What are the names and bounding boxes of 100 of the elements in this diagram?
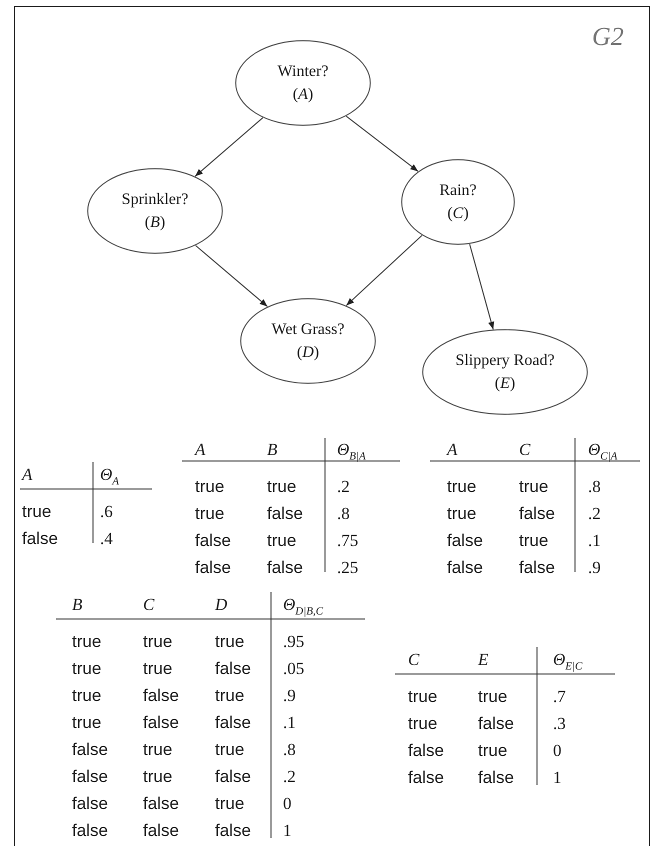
table-cell: false bbox=[195, 558, 231, 578]
table-cell: true bbox=[447, 477, 476, 497]
table-cell: 0 bbox=[553, 741, 562, 761]
column-header: D bbox=[215, 595, 228, 615]
table-cell: true bbox=[72, 659, 102, 679]
column-header: C bbox=[519, 440, 530, 460]
column-header: B bbox=[72, 595, 82, 615]
table-cell: .3 bbox=[553, 714, 566, 734]
arrow bbox=[469, 244, 494, 330]
node-ellipse bbox=[240, 298, 376, 384]
table-cell: false bbox=[72, 767, 108, 787]
variable-label: (C) bbox=[447, 204, 469, 224]
table-cell: false bbox=[447, 531, 483, 551]
node-ellipse bbox=[422, 329, 588, 415]
arrow bbox=[346, 116, 418, 172]
table-cell: true bbox=[519, 531, 548, 551]
table-cell: .95 bbox=[283, 632, 304, 652]
table-cell: true bbox=[143, 632, 172, 652]
table-cell: true bbox=[408, 714, 438, 734]
column-header: C bbox=[143, 595, 154, 615]
table-cell: false bbox=[267, 504, 303, 524]
table-cell: .6 bbox=[100, 502, 113, 522]
table-cell: true bbox=[215, 632, 244, 652]
table-cell: .8 bbox=[283, 740, 296, 760]
table-cell: 1 bbox=[553, 768, 562, 788]
column-header: A bbox=[447, 440, 458, 460]
arrow bbox=[194, 117, 264, 177]
table-cell: 1 bbox=[283, 821, 292, 841]
table-cell: .2 bbox=[337, 477, 350, 497]
table-cell: false bbox=[72, 821, 108, 841]
table-cell: .2 bbox=[283, 767, 296, 787]
table-cell: .4 bbox=[100, 529, 113, 549]
table-cell: true bbox=[267, 531, 296, 551]
table-cell: .8 bbox=[588, 477, 601, 497]
node-label: Winter? bbox=[278, 62, 328, 82]
node-label: Wet Grass? bbox=[272, 320, 344, 340]
table-cell: true bbox=[267, 477, 296, 497]
column-header: Θ$_{D|B,C}$ bbox=[283, 595, 324, 620]
column-header: Θ$_{A}$ bbox=[100, 465, 120, 490]
column-header: Θ$_{E|C}$ bbox=[553, 650, 582, 674]
table-cell: .2 bbox=[588, 504, 601, 524]
table-cell: .7 bbox=[553, 687, 566, 707]
column-header: Θ$_{B|A}$ bbox=[337, 440, 366, 464]
variable-label: (E) bbox=[494, 374, 516, 394]
table-cell: true bbox=[478, 687, 508, 707]
table-cell: .25 bbox=[337, 558, 358, 578]
variable-label: (A) bbox=[292, 85, 314, 105]
table-cell: true bbox=[72, 713, 102, 733]
table-cell: false bbox=[408, 741, 444, 761]
table-cell: true bbox=[22, 502, 52, 522]
table-cell: false bbox=[408, 768, 444, 788]
table-cell: .1 bbox=[283, 713, 296, 733]
table-cell: true bbox=[143, 767, 172, 787]
variable-label: (B) bbox=[144, 213, 166, 233]
column-header: B bbox=[267, 440, 278, 460]
node-ellipse bbox=[235, 40, 371, 126]
table-cell: .1 bbox=[588, 531, 601, 551]
column-header: E bbox=[478, 650, 488, 670]
table-cell: .05 bbox=[283, 659, 304, 679]
table-cell: false bbox=[22, 529, 58, 549]
column-header: A bbox=[22, 465, 32, 485]
node-label: Slippery Road? bbox=[455, 350, 555, 371]
table-cell: true bbox=[447, 504, 476, 524]
table-cell: false bbox=[143, 686, 179, 706]
column-header: A bbox=[195, 440, 206, 460]
table-cell: false bbox=[478, 714, 514, 734]
table-cell: false bbox=[215, 821, 251, 841]
table-cell: true bbox=[215, 740, 244, 760]
table-cell: true bbox=[478, 741, 508, 761]
table-cell: .8 bbox=[337, 504, 350, 524]
node-ellipse bbox=[87, 168, 223, 254]
table-cell: false bbox=[478, 768, 514, 788]
table-cell: false bbox=[447, 558, 483, 578]
table-cell: false bbox=[215, 659, 251, 679]
table-cell: false bbox=[143, 794, 179, 814]
table-cell: false bbox=[72, 740, 108, 760]
table-cell: true bbox=[143, 659, 172, 679]
table-cell: false bbox=[267, 558, 303, 578]
table-cell: .9 bbox=[283, 686, 296, 706]
table-cell: false bbox=[215, 713, 251, 733]
table-cell: true bbox=[195, 504, 224, 524]
arrow bbox=[195, 245, 268, 307]
node-label: Rain? bbox=[439, 180, 477, 201]
table-cell: false bbox=[143, 821, 179, 841]
arrow bbox=[346, 234, 422, 306]
table-cell: .75 bbox=[337, 531, 358, 551]
node-label: Sprinkler? bbox=[122, 190, 188, 210]
table-cell: false bbox=[143, 713, 179, 733]
table-cell: true bbox=[143, 740, 172, 760]
table-cell: true bbox=[72, 686, 102, 706]
variable-label: (D) bbox=[296, 343, 320, 363]
node-ellipse bbox=[401, 159, 515, 245]
table-cell: true bbox=[215, 686, 244, 706]
table-cell: true bbox=[519, 477, 548, 497]
table-cell: false bbox=[72, 794, 108, 814]
graph-title: G2 bbox=[592, 22, 624, 52]
table-cell: false bbox=[519, 558, 555, 578]
table-cell: false bbox=[195, 531, 231, 551]
table-cell: 0 bbox=[283, 794, 292, 814]
table-cell: true bbox=[195, 477, 224, 497]
